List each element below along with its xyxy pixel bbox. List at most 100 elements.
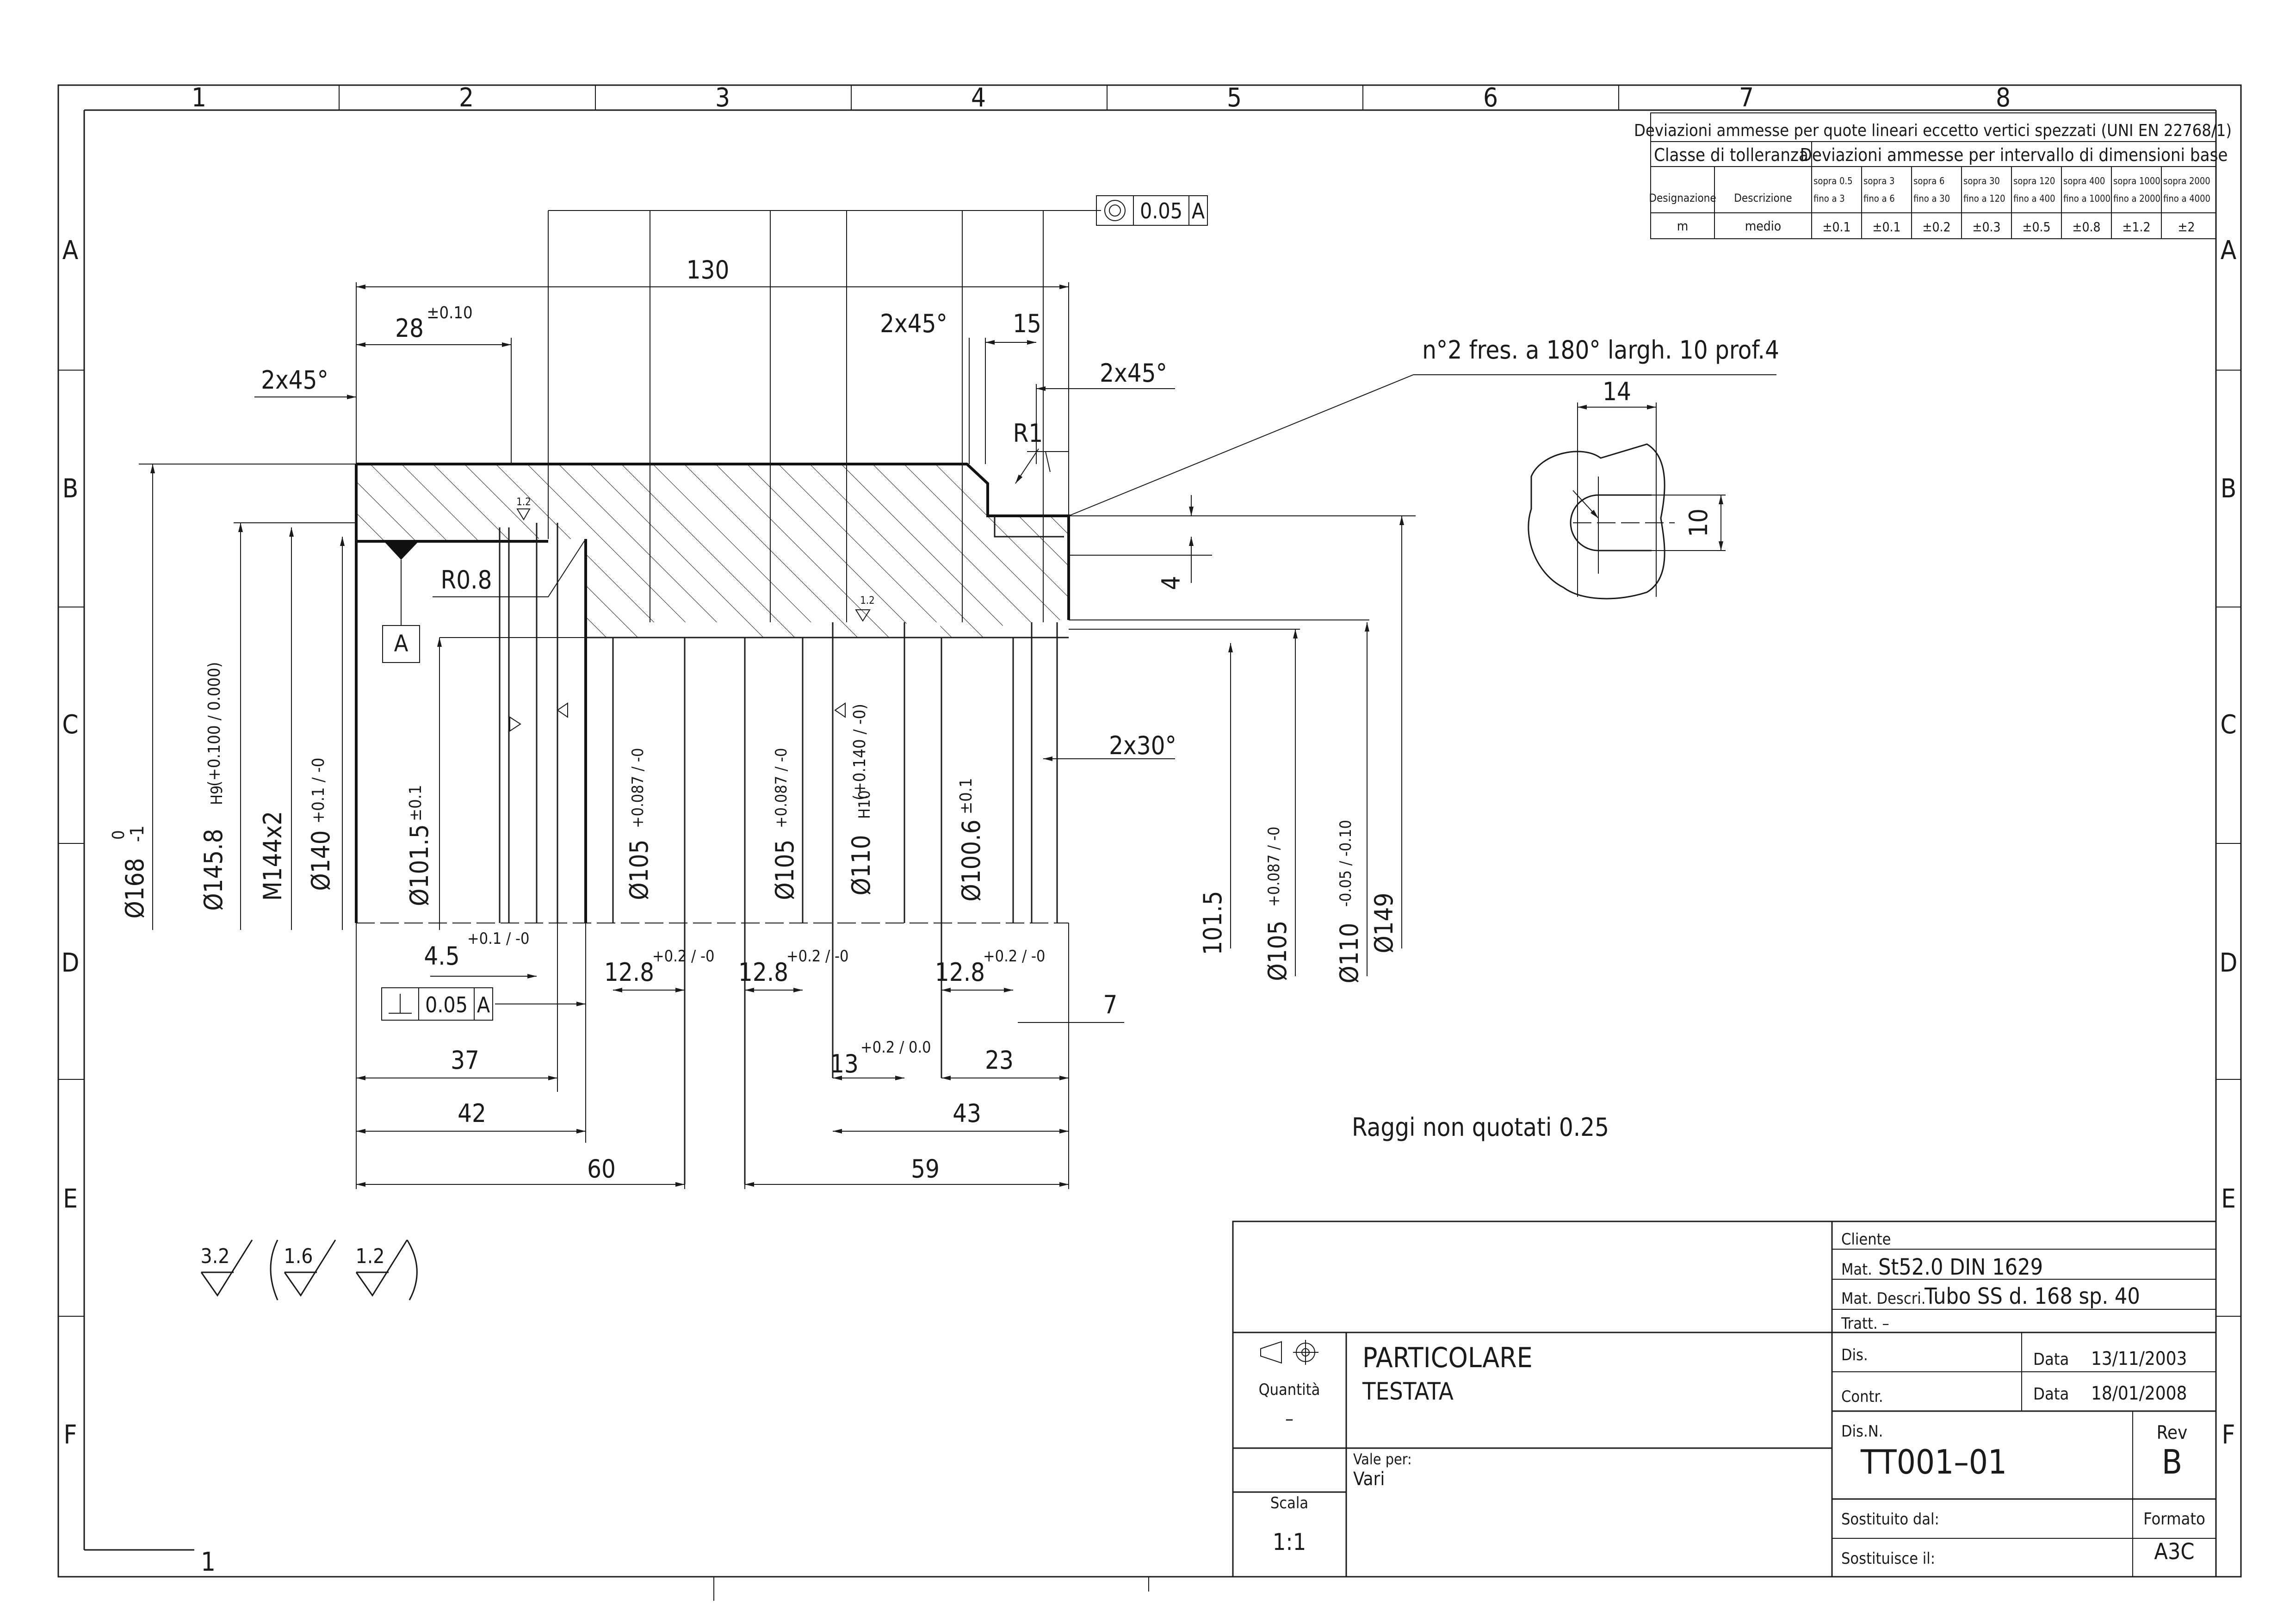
concentricity-datum: A [1192,198,1205,223]
datum-triangle-icon [384,541,419,560]
dis-label: Dis. [1841,1346,1868,1364]
formato-value: A3C [2154,1539,2194,1565]
chamfer-2x45-mid: 2x45° [880,309,947,338]
roughness-marks: 1.2 1.2 [509,496,875,732]
radius-r0-8: R0.8 [441,565,492,595]
tolerance-row-m: m medio ±0.1 ±0.1 ±0.2 ±0.3 ±0.5 ±0.8 ±1… [1677,218,2195,235]
grid-col-1: 1 [192,83,206,113]
quantita-value: – [1285,1408,1293,1430]
range-headers: sopra 0.5 fino a 3 sopra 3 fino a 6 sopr… [1813,175,2210,204]
tolerance-table-title: Deviazioni ammesse per quote lineari ecc… [1634,121,2232,140]
grid-row-b-right: B [2221,474,2237,504]
dim-37: 37 [451,1046,479,1075]
range-bottom: fino a 30 [1913,193,1950,204]
grid-row-f-right: F [2222,1420,2235,1450]
mat-descr-label: Mat. Descri. [1841,1289,1925,1308]
dim-12-8-c-tol: +0.2 / -0 [983,947,1046,966]
dia-101-5-tol: ±0.1 [406,785,425,821]
outer-profile [356,463,1070,620]
dia-110-b-tol: -0.05 / -0.10 [1337,820,1355,907]
roughness-legend-value: 1.2 [356,1245,385,1268]
section-hatch [356,464,1069,638]
range-bottom: fino a 400 [2013,193,2055,204]
perpendicularity-icon [389,994,412,1014]
dia-168-tol-low: -1 [127,825,148,842]
drawing-number: TT001–01 [1860,1443,2007,1481]
row-designation: m [1677,218,1689,234]
dim-42: 42 [458,1099,486,1128]
dim-12-8-b-tol: +0.2 / -0 [786,947,849,966]
sostituisce-label: Sostituisce il: [1841,1549,1935,1568]
dia-110-tol: (+0.140 / -0) [850,704,869,800]
dim-13: 13 [830,1049,859,1078]
disn-label: Dis.N. [1841,1422,1883,1441]
dim-60: 60 [587,1154,616,1183]
dia-145-8-tol: (+0.100 / 0.000) [205,662,224,787]
range-top: sopra 6 [1913,175,1944,186]
row-description: medio [1745,218,1781,234]
dia-101-5: Ø101.5 [405,824,434,906]
chamfer-2x45-right: 2x45° [1100,359,1167,388]
chamfer-2x30: 2x30° [1109,731,1176,760]
dim-4: 4 [1157,576,1186,590]
dim-12-8-c: 12.8 [935,958,985,987]
dia-100-6: Ø100.6 [957,819,986,901]
roughness-icon [355,1239,408,1297]
dia-100-6-tol: ±0.1 [957,778,976,814]
roughness-icon [284,1239,336,1297]
row-value: ±0.2 [1922,219,1950,235]
data-label-1: Data [2033,1350,2069,1369]
row-value: ±0.1 [1872,219,1900,235]
dia-140: Ø140 [306,830,335,891]
range-bottom: fino a 120 [1963,193,2005,204]
dim-4-5: 4.5 [424,942,459,971]
range-top: sopra 120 [2013,175,2055,186]
roughness-icon [509,716,521,732]
tolerance-dev-header: Deviazioni ammesse per intervallo di dim… [1800,145,2228,165]
grid-col-2: 2 [459,83,474,113]
dim-12-8-a: 12.8 [604,958,654,987]
roughness-legend-value: 1.6 [284,1245,313,1268]
dimension-lines [150,285,1776,1187]
roughness-value: 1.2 [860,595,874,607]
vale-per-label: Vale per: [1353,1450,1412,1468]
roughness-legend: 3.2 1.6 1.2 [201,1239,418,1301]
dim-10: 10 [1684,508,1713,537]
dia-149: Ø149 [1369,893,1399,954]
mat-descr-value: Tubo SS d. 168 sp. 40 [1924,1283,2140,1309]
extension-lines [139,210,1416,1189]
roughness-icon [516,508,531,520]
dim-13-tol: +0.2 / 0.0 [860,1038,931,1057]
roughness-value: 1.2 [516,496,531,508]
col-designation: Designazione [1649,192,1716,204]
chamfer-2x45-left: 2x45° [261,365,328,395]
roughness-icon [557,702,568,718]
dim-101-5: 101.5 [1198,891,1227,955]
range-top: sopra 3 [1863,175,1894,186]
roughness-icon [834,702,846,718]
rev-label: Rev [2157,1422,2188,1443]
grid-row-f-left: F [64,1420,77,1450]
dia-168-tol-up: 0 [109,830,128,840]
slot-detail-view [1528,403,1726,600]
grid-row-a-left: A [62,235,79,266]
range-top: sopra 400 [2063,175,2105,186]
grid-row-c-right: C [2220,710,2236,740]
range-top: sopra 0.5 [1813,175,1853,186]
dim-15: 15 [1013,309,1041,338]
row-value: ±2 [2178,219,2195,235]
concentricity-frame: 0.05 A [1096,195,1208,226]
range-bottom: fino a 3 [1813,193,1845,204]
thread-m144: M144x2 [258,811,287,901]
grid-row-d-left: D [62,948,80,978]
dia-105-c: Ø105 [1263,921,1292,981]
range-top: sopra 1000 [2113,175,2160,186]
data-value-1: 13/11/2003 [2091,1348,2187,1369]
vale-per-value: Vari [1353,1468,1385,1490]
milling-note: n°2 fres. a 180° largh. 10 prof.4 [1422,335,1779,365]
range-bottom: fino a 1000 [2063,193,2110,204]
perpendicularity-value: 0.05 [425,992,468,1017]
grid-col-3: 3 [715,83,730,113]
grid-row-e-left: E [63,1184,78,1214]
